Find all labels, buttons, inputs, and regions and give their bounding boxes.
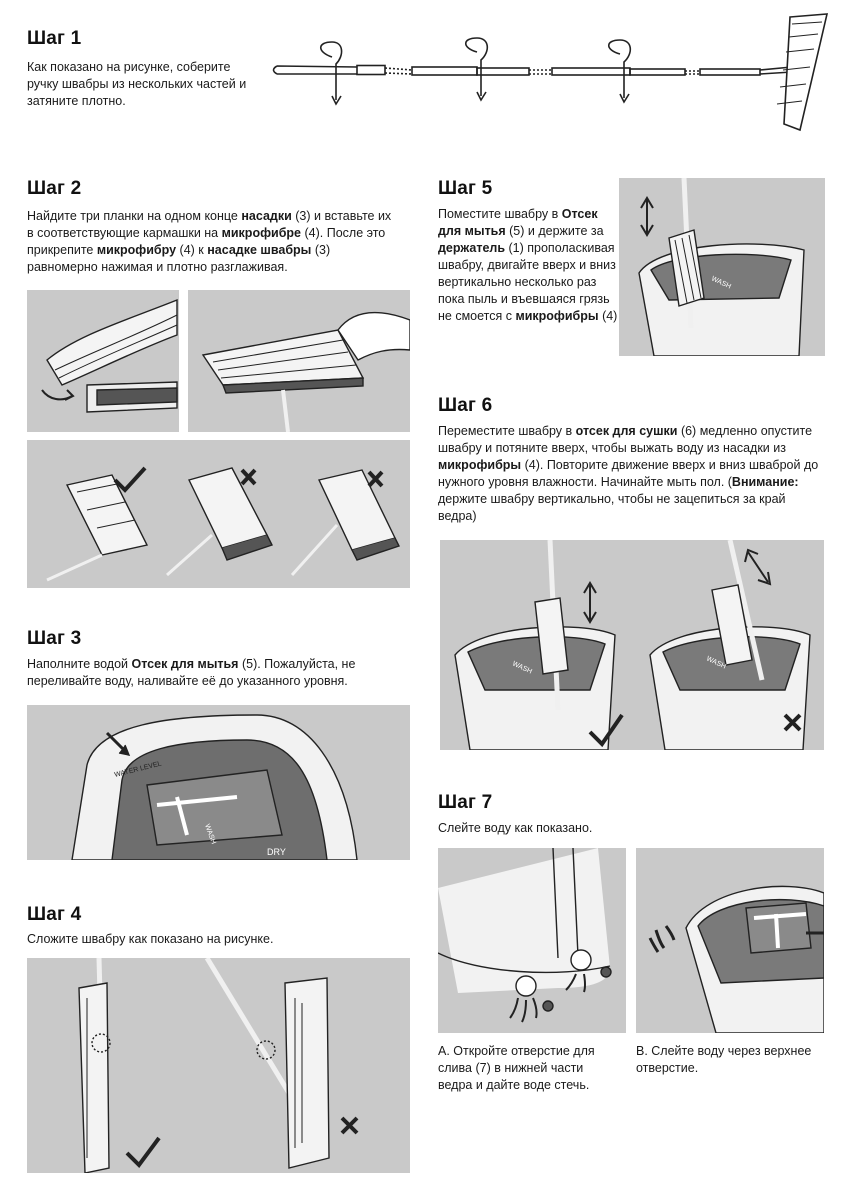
text-run: (6) медленно опустите швабру и потяните … (438, 424, 813, 455)
step-7-caption-a: А. Откройте отверстие для слива (7) в ни… (438, 1044, 595, 1092)
bold-term: насадки (241, 209, 292, 223)
step-5-text: Поместите швабру в Отсек для мытья (5) и… (438, 206, 620, 325)
bold-term: микрофибру (96, 243, 177, 257)
text-run: Найдите три планки на одном конце (27, 209, 242, 223)
step-4-title: Шаг 4 (27, 904, 82, 925)
step-7-image-top-pour (636, 848, 824, 1033)
text-run: Как показано на рисунке, соберите ручку … (27, 60, 247, 108)
bold-term: насадке швабры (207, 243, 312, 257)
dry-label-step3: DRY (267, 847, 286, 857)
step-6-title: Шаг 6 (438, 395, 493, 416)
step-2-title: Шаг 2 (27, 178, 82, 199)
text-run: Переместите швабру в (438, 424, 576, 438)
text-run: держите швабру вертикально, чтобы не зац… (438, 492, 786, 523)
text-run: (4) к (176, 243, 208, 257)
text-run: (1) прополаскивая швабру, двигайте вверх… (438, 241, 616, 323)
text-run: (4). Повторите движение вверх и вниз шва… (438, 458, 819, 489)
bold-term: микрофибре (221, 226, 302, 240)
bold-term: держатель (438, 241, 506, 255)
step-7-title: Шаг 7 (438, 792, 493, 813)
step-6-text: Переместите швабру в отсек для сушки (6)… (438, 423, 823, 525)
step-1-text: Как показано на рисунке, соберите ручку … (27, 59, 252, 110)
text-run: (3) равномерно нажимая и плотно разглажи… (27, 243, 331, 274)
text-run: (3) и вставьте их в соответствующие карм… (27, 209, 392, 240)
step-2-image-attach-microfiber (188, 290, 410, 432)
step-6-image-dry: WASH WASH (440, 540, 824, 750)
step-5-title: Шаг 5 (438, 178, 493, 199)
step-2-image-correct-incorrect (27, 440, 410, 588)
step-5-image-wash: WASH (619, 178, 825, 356)
bold-term: микрофибры (515, 309, 599, 323)
text-run: Поместите швабру в (438, 207, 562, 221)
step-1-handle-illustration (262, 12, 834, 132)
step-1-title: Шаг 1 (27, 28, 82, 49)
step-3-title: Шаг 3 (27, 628, 82, 649)
text-run: Сложите швабру как показано на рисунке. (27, 932, 274, 946)
text-run: (4) (598, 309, 618, 323)
step-7-caption-b: В. Слейте воду через верхнее отверстие. (636, 1044, 812, 1075)
text-run: (5). Пожалуйста, не переливайте воду, на… (27, 657, 356, 688)
bold-term: Внимание: (731, 475, 799, 489)
text-run: Наполните водой (27, 657, 132, 671)
step-4-image-fold-mop (27, 958, 410, 1173)
text-run: (5) и держите за (505, 224, 604, 238)
step-4-text: Сложите швабру как показано на рисунке. (27, 931, 397, 948)
text-run: (4). После это прикрепите (27, 226, 386, 257)
step-2-text: Найдите три планки на одном конце насадк… (27, 208, 397, 276)
bold-term: Отсек для мытья (438, 207, 598, 238)
bold-term: отсек для сушки (575, 424, 678, 438)
bold-term: Отсек для мытья (131, 657, 239, 671)
step-7-text: Слейте воду как показано. (438, 820, 823, 837)
bold-term: микрофибры (438, 458, 522, 472)
step-3-image-water-level: WATER LEVEL WASH DRY (27, 705, 410, 860)
text-run: Слейте воду как показано. (438, 821, 593, 835)
step-2-image-insert-slats (27, 290, 179, 432)
step-3-text: Наполните водой Отсек для мытья (5). Пож… (27, 656, 397, 690)
step-7-image-bottom-drain (438, 848, 626, 1033)
